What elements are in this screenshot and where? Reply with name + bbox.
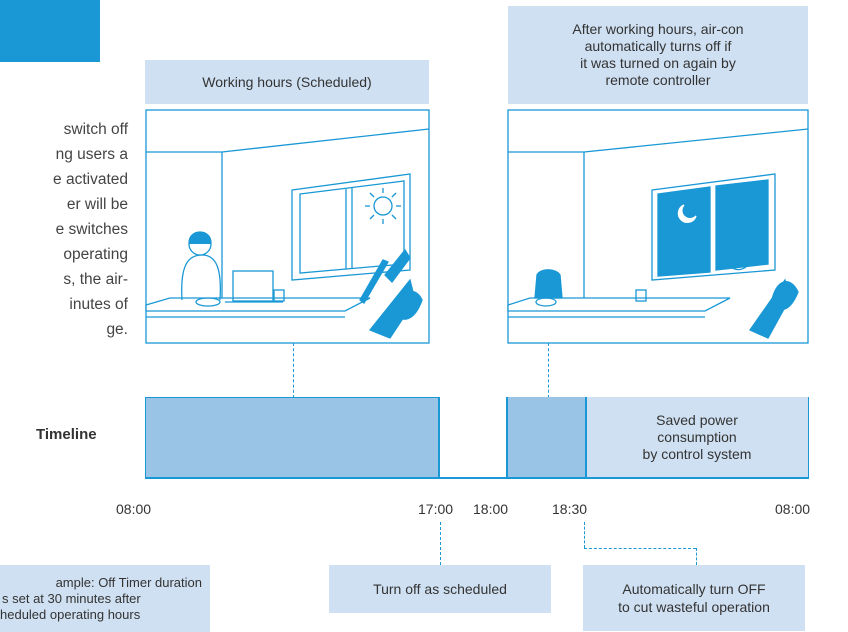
connector-after	[548, 343, 549, 398]
auto-off-line: Automatically turn OFF	[622, 581, 766, 597]
working-room	[145, 109, 430, 344]
scheduled-off-text: Turn off as scheduled	[373, 581, 507, 597]
tick-label: 08:00	[116, 501, 152, 517]
plant-icon	[749, 278, 799, 339]
working-hours-caption: Working hours (Scheduled)	[145, 60, 429, 104]
after-hours-caption: After working hours, air-con automatical…	[508, 6, 808, 104]
intro-line: ge.	[106, 321, 128, 338]
laptop-icon	[232, 270, 274, 302]
connector-scheduled-off	[440, 522, 441, 565]
connector-auto-off-c	[696, 548, 697, 565]
tick-label: 08:00	[775, 501, 811, 517]
intro-line: e switches	[55, 221, 128, 238]
connector-working	[293, 343, 294, 398]
intro-line: switch off	[63, 121, 128, 138]
tick-label: 18:00	[473, 501, 509, 517]
plant-icon	[359, 248, 423, 339]
timeline-working-bar	[145, 397, 440, 478]
after-room	[507, 109, 809, 344]
after-hours-line: it was turned on again by	[580, 55, 736, 71]
auto-off-line: to cut wasteful operation	[618, 599, 770, 615]
timeline-divider-1800	[506, 397, 508, 479]
empty-chair-icon	[534, 269, 563, 299]
timeline-label: Timeline	[36, 426, 97, 443]
example-line: ample: Off Timer duration	[55, 574, 202, 590]
scheduled-off-callout: Turn off as scheduled	[329, 565, 551, 613]
timeline-divider-1830	[585, 397, 587, 479]
night-window	[651, 173, 776, 281]
intro-line: er will be	[66, 196, 128, 213]
connector-auto-off-a	[584, 522, 585, 548]
intro-line: e activated	[53, 171, 128, 188]
intro-line: inutes of	[69, 296, 128, 313]
example-line: s set at 30 minutes after	[2, 590, 141, 606]
connector-auto-off-b	[584, 548, 696, 549]
after-hours-line: automatically turns off if	[584, 38, 732, 54]
timeline-baseline	[145, 477, 809, 479]
after-hours-line: remote controller	[605, 72, 711, 88]
desk	[145, 297, 371, 312]
moon-icon	[677, 204, 697, 223]
example-line: heduled operating hours	[0, 606, 141, 622]
after-hours-line: After working hours, air-con	[572, 21, 744, 37]
saved-power-line: consumption	[657, 428, 737, 445]
intro-line: s, the air-	[63, 271, 128, 288]
example-callout: ample: Off Timer duration s set at 30 mi…	[0, 565, 210, 632]
tick-label: 17:00	[418, 501, 454, 517]
intro-line: ng users a	[55, 146, 128, 163]
working-hours-caption-text: Working hours (Scheduled)	[202, 73, 372, 90]
sun-icon	[365, 188, 401, 224]
saved-power-line: Saved power	[656, 411, 738, 428]
intro-text: switch off ng users a e activated er wil…	[0, 117, 128, 342]
intro-line: operating	[63, 246, 128, 263]
timeline-divider-1700	[438, 397, 440, 479]
timeline-overtime-bar	[507, 397, 586, 477]
saved-power-line: by control system	[642, 445, 752, 462]
timeline-saved-bar: Saved power consumption by control syste…	[586, 397, 809, 477]
auto-off-callout: Automatically turn OFF to cut wasteful o…	[583, 565, 805, 631]
person-on-phone	[181, 231, 222, 307]
tick-label: 18:30	[552, 501, 588, 517]
header-tab	[0, 0, 100, 62]
daytime-window	[291, 173, 411, 281]
